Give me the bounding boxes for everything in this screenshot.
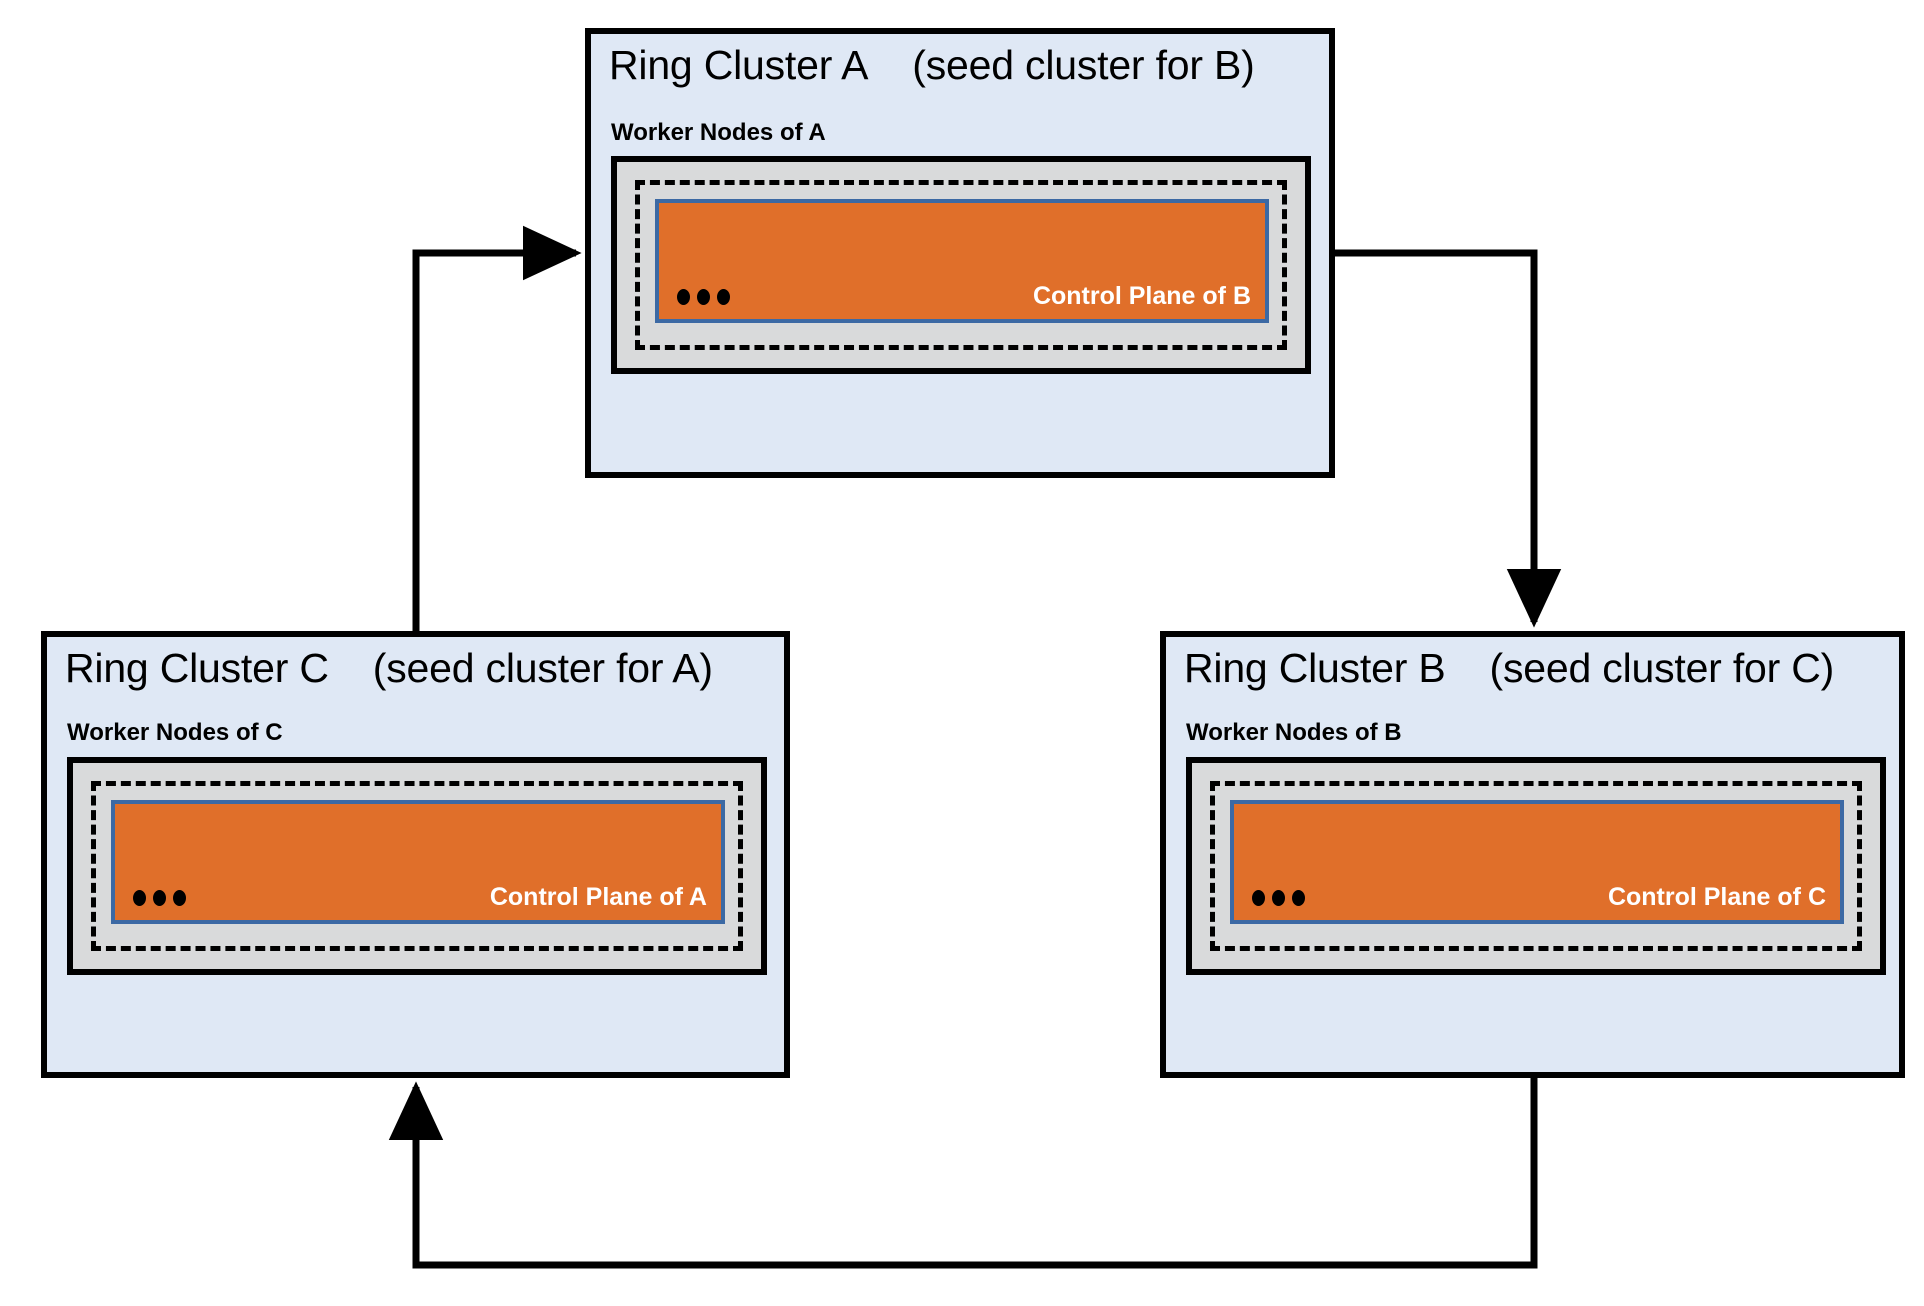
cluster-c[interactable]: Ring Cluster C (seed cluster for A) Worke…: [41, 631, 790, 1078]
cluster-c-title: Ring Cluster C (seed cluster for A): [65, 645, 774, 692]
cluster-c-worker-label: Worker Nodes of C: [67, 719, 283, 746]
cluster-a-control-plane-label: Control Plane of B: [1032, 282, 1251, 310]
cluster-a-seed-note: (seed cluster for B): [912, 42, 1255, 88]
cluster-a-control-plane[interactable]: Control Plane of B: [655, 199, 1269, 323]
cluster-a-worker-label: Worker Nodes of A: [611, 119, 826, 146]
cluster-b-worker-boundary: [1210, 781, 1862, 951]
cluster-b-seed-note: (seed cluster for C): [1489, 645, 1835, 691]
cluster-c-control-plane[interactable]: Control Plane of A: [111, 800, 725, 924]
connector-a-to-b: [1335, 249, 1562, 628]
cluster-c-name: Ring Cluster C: [65, 645, 329, 691]
cluster-a-name: Ring Cluster A: [609, 42, 869, 88]
cluster-b-control-plane[interactable]: Control Plane of C: [1230, 800, 1844, 924]
cluster-a-worker-boundary: [635, 180, 1287, 350]
cluster-b-name: Ring Cluster B: [1184, 645, 1446, 691]
cluster-a[interactable]: Ring Cluster A (seed cluster for B) Worke…: [585, 28, 1335, 478]
cluster-b-worker-nodes[interactable]: Control Plane of C: [1186, 757, 1886, 975]
cluster-c-worker-boundary: [91, 781, 743, 951]
cluster-b-control-plane-label: Control Plane of C: [1607, 883, 1826, 911]
cluster-b[interactable]: Ring Cluster B (seed cluster for C) Worke…: [1160, 631, 1905, 1078]
cluster-c-worker-nodes[interactable]: Control Plane of A: [67, 757, 767, 975]
cluster-b-ellipsis-icon: [1252, 890, 1305, 906]
cluster-b-title: Ring Cluster B (seed cluster for C): [1184, 645, 1889, 692]
connector-c-to-a: [412, 225, 582, 631]
connector-b-to-c: [388, 1078, 1538, 1269]
cluster-a-title: Ring Cluster A (seed cluster for B): [609, 42, 1319, 89]
cluster-a-worker-nodes[interactable]: Control Plane of B: [611, 156, 1311, 374]
cluster-c-control-plane-label: Control Plane of A: [489, 883, 707, 911]
cluster-c-ellipsis-icon: [133, 890, 186, 906]
cluster-c-seed-note: (seed cluster for A): [372, 645, 713, 691]
cluster-a-ellipsis-icon: [677, 289, 730, 305]
cluster-b-worker-label: Worker Nodes of B: [1186, 719, 1402, 746]
